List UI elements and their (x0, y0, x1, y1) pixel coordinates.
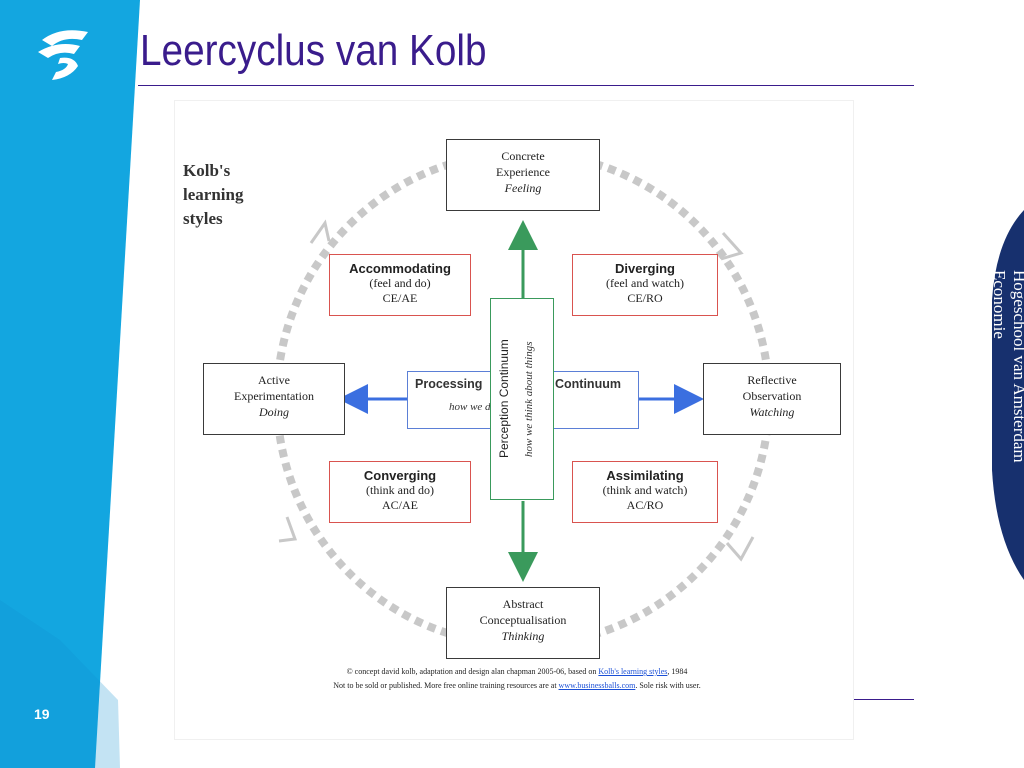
stage-abstract-sub: Thinking (501, 629, 545, 643)
page-title: Leercyclus van Kolb (140, 26, 487, 75)
stage-abstract-line2: Conceptualisation (479, 613, 567, 627)
stage-reflective-sub: Watching (749, 405, 795, 419)
stage-concrete-sub: Feeling (504, 181, 542, 195)
cycle-arrow-se (725, 536, 755, 562)
left-decor-bar (0, 0, 140, 768)
stage-reflective-line2: Observation (742, 389, 802, 403)
title-divider (138, 85, 914, 86)
style-accommodating-desc: (feel and do) (369, 276, 431, 290)
stage-reflective-observation: Reflective Observation Watching (703, 363, 841, 435)
stage-concrete-line1: Concrete (501, 149, 545, 163)
style-accommodating-name: Accommodating (349, 261, 451, 276)
style-diverging-name: Diverging (615, 261, 675, 276)
credit-line2-end: . Sole risk with user. (635, 681, 701, 690)
style-converging-name: Converging (363, 468, 437, 483)
stage-concrete-experience: Concrete Experience Feeling (446, 139, 600, 211)
credit-line1-end: , 1984 (667, 667, 688, 676)
processing-label-left: Processing (415, 377, 483, 391)
perception-subtitle: how we think about things (523, 341, 535, 457)
style-assimilating: Assimilating (think and watch) AC/RO (572, 461, 718, 523)
style-assimilating-code: AC/RO (626, 498, 664, 512)
diagram-credit: © concept david kolb, adaptation and des… (287, 665, 747, 693)
stage-abstract-line1: Abstract (502, 597, 544, 611)
kolb-heading-line1: Kolb's (183, 161, 231, 180)
stage-active-experimentation: Active Experimentation Doing (203, 363, 345, 435)
style-diverging: Diverging (feel and watch) CE/RO (572, 254, 718, 316)
stage-abstract-conceptualisation: Abstract Conceptualisation Thinking (446, 587, 600, 659)
stage-reflective-line1: Reflective (747, 373, 797, 387)
perception-continuum-box (490, 298, 554, 500)
kolb-heading-line2: learning (183, 185, 244, 204)
slide-number: 19 (34, 706, 50, 722)
right-decor-tab (992, 210, 1024, 580)
bottom-divider (852, 699, 914, 700)
school-name: Hogeschool van Amsterdam Economie (985, 270, 1024, 520)
stage-active-line1: Active (258, 373, 290, 387)
stage-active-sub: Doing (259, 405, 289, 419)
style-accommodating: Accommodating (feel and do) CE/AE (329, 254, 471, 316)
cycle-arrow-nw (309, 219, 331, 244)
credit-businessballs-link[interactable]: www.businessballs.com (558, 681, 636, 690)
style-converging: Converging (think and do) AC/AE (329, 461, 471, 523)
style-diverging-code: CE/RO (627, 291, 663, 305)
credit-line2-text: Not to be sold or published. More free o… (333, 681, 559, 690)
stage-concrete-line2: Experience (496, 165, 550, 179)
cycle-arrow-sw (278, 516, 298, 543)
kolb-diagram: Kolb's learning styles Concrete Experien… (174, 100, 854, 740)
credit-line2: Not to be sold or published. More free o… (287, 679, 747, 693)
processing-label-right: Continuum (555, 377, 621, 391)
stage-active-line2: Experimentation (234, 389, 314, 403)
style-assimilating-desc: (think and watch) (602, 483, 688, 497)
style-accommodating-code: CE/AE (382, 291, 418, 305)
kolb-heading: Kolb's learning styles (183, 159, 243, 231)
kolb-heading-line3: styles (183, 209, 223, 228)
hva-logo-icon (38, 30, 88, 80)
school-name-line1: Hogeschool van Amsterdam (1010, 270, 1024, 463)
style-converging-desc: (think and do) (366, 483, 434, 497)
school-name-line2: Economie (990, 270, 1009, 339)
cycle-arrow-ne (720, 231, 744, 261)
credit-line1-text: © concept david kolb, adaptation and des… (346, 667, 599, 676)
style-converging-code: AC/AE (382, 498, 418, 512)
credit-kolb-link[interactable]: Kolb's learning styles (598, 667, 668, 676)
style-assimilating-name: Assimilating (606, 468, 684, 483)
credit-line1: © concept david kolb, adaptation and des… (287, 665, 747, 679)
style-diverging-desc: (feel and watch) (606, 276, 684, 290)
